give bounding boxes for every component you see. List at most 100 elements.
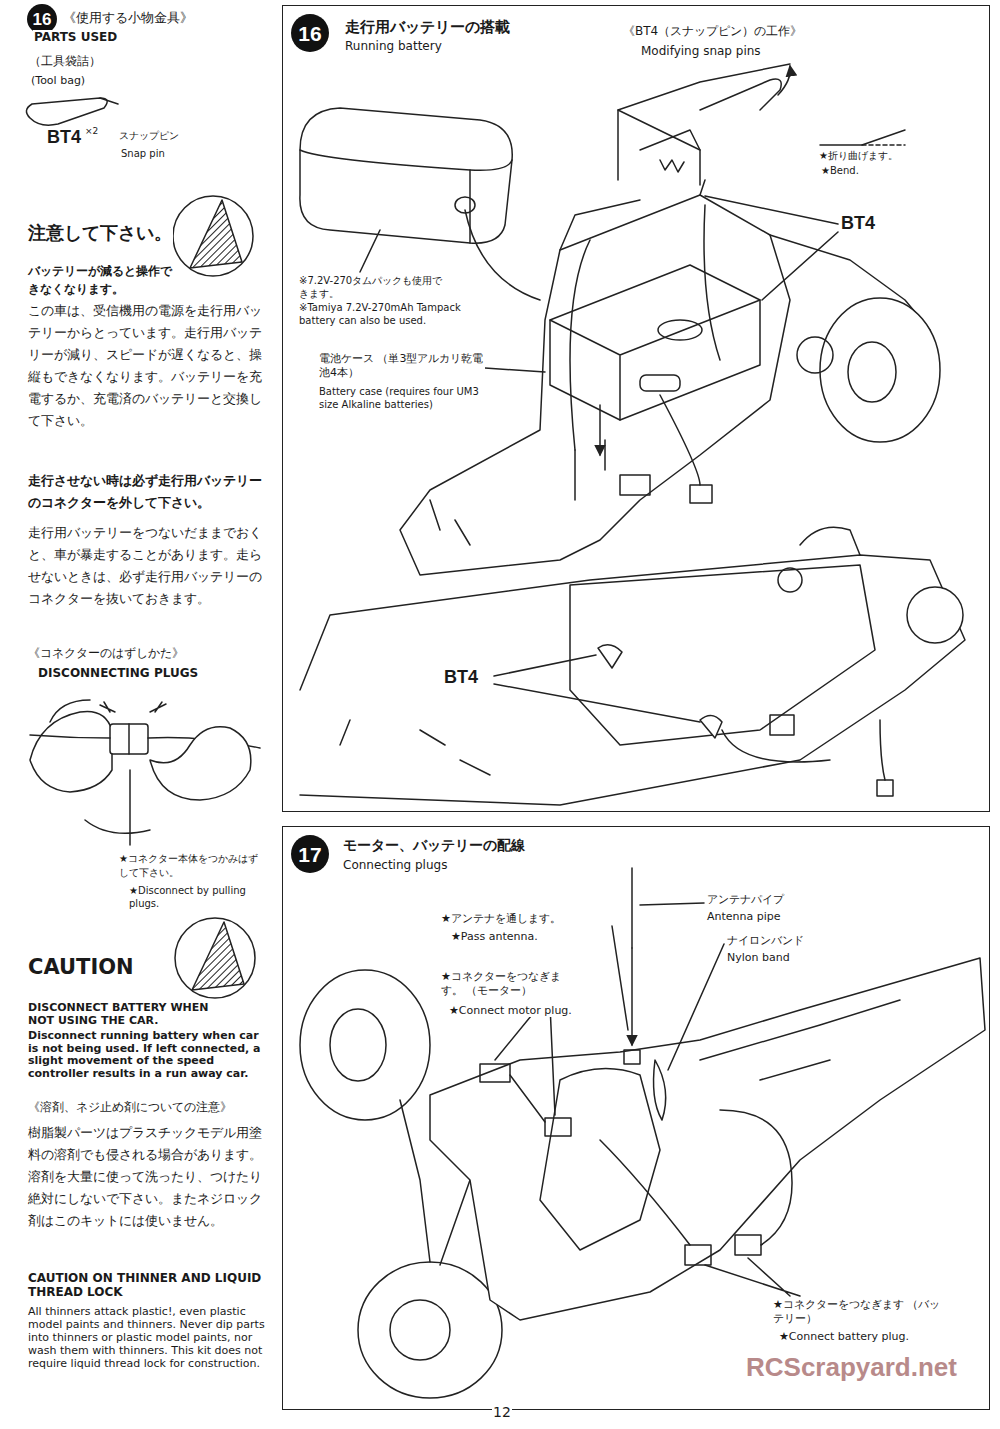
section-heading: 《BT4（スナップピン）の工作》: [622, 24, 803, 38]
snap-pin-icon: [26, 98, 118, 125]
illustration-line: [300, 970, 430, 1120]
section-heading: (Tool bag): [30, 74, 86, 87]
illustration-line: [907, 587, 963, 643]
part-name: Nylon band: [726, 951, 791, 964]
illustration-line: [192, 922, 244, 990]
illustration-line: [705, 1258, 800, 1296]
illustration-line: [668, 944, 724, 1070]
illustration-line: [700, 1000, 900, 1080]
illustration-line: [300, 150, 512, 170]
illustration-line: [660, 395, 700, 485]
step-number-text: 16: [33, 11, 52, 28]
illustration-line: [358, 1262, 502, 1398]
instruction-note: ★コネクター本体をつかみはずして下さい。: [118, 852, 265, 879]
illustration-line: [690, 485, 712, 503]
illustration-line: [705, 196, 838, 300]
caution-text: All thinners attack plastic!, even plast…: [27, 1306, 266, 1371]
illustration-line: [600, 1140, 690, 1245]
instruction-note: ★Connect motor plug.: [448, 1004, 573, 1017]
illustration-line: [510, 1075, 545, 1122]
illustration-line: [598, 645, 622, 668]
section-heading: DISCONNECTING PLUGS: [37, 666, 199, 680]
caution-text: 樹脂製パーツはプラスチックモデル用塗料の溶剤でも侵される場合があります。溶剤を大…: [27, 1122, 266, 1232]
illustration-line: [722, 730, 830, 762]
illustration-line: [820, 298, 940, 442]
step-number-text: 16: [298, 23, 321, 44]
illustration-line: [175, 918, 255, 998]
illustration-line: [110, 724, 148, 754]
page-number: 12: [492, 1404, 512, 1421]
illustration-line: [360, 230, 380, 272]
illustration-line: [640, 903, 704, 905]
step-title: 走行用バッテリーの搭載: [345, 18, 510, 37]
illustration-line: [735, 1235, 761, 1255]
illustration-line: [599, 405, 601, 455]
illustration-line: [26, 98, 107, 125]
illustration-line: [150, 727, 251, 800]
illustration-line: [848, 342, 896, 402]
part-name: ナイロンバンド: [726, 934, 805, 947]
instruction-note: ★Connect battery plug.: [778, 1330, 910, 1343]
illustration-line: [128, 724, 130, 754]
illustration-line: [620, 475, 650, 495]
section-heading: 《溶剤、ネジ止め剤についての注意》: [27, 1100, 233, 1114]
caution-heading: CAUTION: [27, 956, 135, 979]
caution-text: 走行用バッテリーをつないだままでおくと、車が暴走することがあります。走らせないと…: [27, 522, 266, 610]
caution-icon: [175, 918, 255, 998]
illustration-line: [400, 1100, 430, 1262]
section-heading: CAUTION ON THINNER AND LIQUID THREAD LOC…: [27, 1272, 269, 1300]
section-heading: 《コネクターのはずしかた》: [27, 646, 185, 660]
part-name: Antenna pipe: [706, 910, 782, 923]
illustration-line: [700, 715, 722, 738]
section-heading: （工具袋詰）: [28, 54, 102, 68]
illustration-line: [778, 568, 802, 592]
battery-pack: [300, 108, 540, 300]
section-heading: PARTS USED: [33, 30, 118, 44]
illustration-line: [495, 1005, 555, 1115]
illustration-line: [550, 265, 760, 420]
illustration-line: [26, 64, 985, 1398]
illustration-line: [390, 1300, 450, 1360]
step-number-text: 17: [298, 844, 321, 865]
illustration-line: [700, 79, 781, 110]
illustration-line: [30, 735, 110, 738]
part-name: 電池ケース （単3型アルカリ乾電池4本）: [318, 352, 485, 381]
illustration-line: [612, 926, 628, 1030]
illustration-line: [545, 1118, 571, 1136]
illustration-line: [800, 527, 860, 555]
illustration-line: [485, 368, 545, 372]
part-code: BT4: [443, 668, 479, 688]
illustration-line: [330, 1009, 386, 1081]
illustration-line: [820, 130, 905, 145]
illustration-line: [85, 820, 150, 833]
caution-text: Disconnect running battery when car is n…: [27, 1030, 266, 1081]
illustration-line: [560, 180, 705, 250]
instruction-note: ※7.2V-270タムパックも使用できます。: [298, 274, 450, 300]
section-heading: Modifying snap pins: [640, 44, 762, 58]
illustration-line: [618, 110, 700, 185]
illustration-line: [440, 1180, 470, 1265]
step-number: 17: [291, 835, 329, 873]
illustration-line: [570, 240, 590, 450]
illustration-line: [658, 320, 702, 340]
illustration-line: [877, 780, 893, 796]
illustration-line: [100, 702, 115, 712]
part-name: アンテナパイプ: [706, 893, 785, 906]
illustration-line: [640, 130, 700, 150]
illustration-line: [631, 868, 633, 1045]
illustration-line: [150, 702, 166, 712]
chassis-drawing: [300, 527, 965, 805]
illustration-line: [640, 375, 680, 391]
illustration-line: [862, 144, 905, 146]
illustration-line: [100, 98, 118, 104]
caution-text: バッテリーが減ると操作できなくなります。: [27, 262, 179, 298]
part-name: Snap pin: [120, 148, 166, 160]
snap-pin-detail: [618, 64, 905, 185]
caution-heading: 注意して下さい。: [27, 222, 173, 244]
illustration-line: [770, 715, 794, 735]
illustration-line: [494, 655, 700, 722]
illustration-line: [570, 565, 875, 745]
step-title: モーター、バッテリーの配線: [343, 837, 525, 855]
caution-icon: [173, 196, 253, 276]
illustration-line: [720, 1110, 792, 1245]
